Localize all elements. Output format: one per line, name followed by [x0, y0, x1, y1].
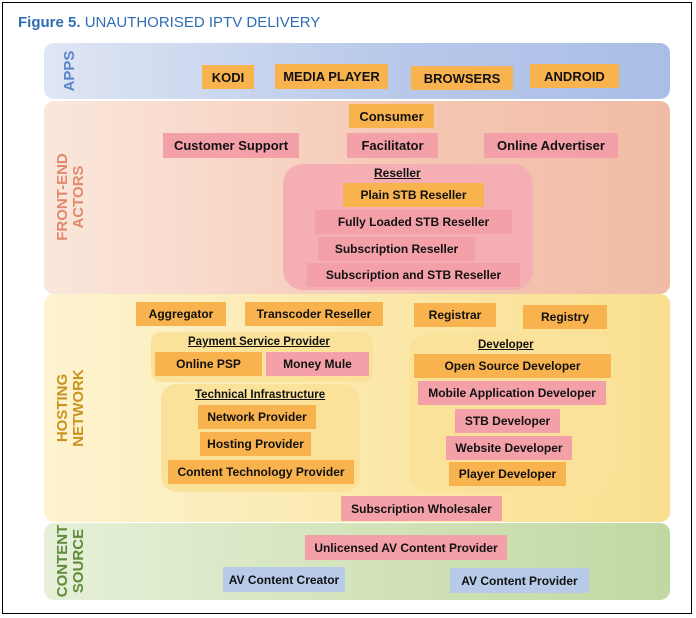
av-content-provider-box: AV Content Provider: [450, 568, 589, 593]
player-developer-box: Player Developer: [449, 462, 566, 486]
payment-title: Payment Service Provider: [188, 336, 330, 348]
figure-title: Figure 5. UNAUTHORISED IPTV DELIVERY: [18, 14, 320, 31]
open-source-developer-box: Open Source Developer: [414, 354, 611, 378]
registry-box: Registry: [523, 305, 607, 329]
aggregator-box: Aggregator: [136, 302, 226, 326]
figure-title-text: UNAUTHORISED IPTV DELIVERY: [84, 14, 321, 31]
app-media-player: MEDIA PLAYER: [275, 64, 388, 89]
subscription-stb-reseller-box: Subscription and STB Reseller: [307, 263, 520, 287]
unlicensed-av-content-provider-box: Unlicensed AV Content Provider: [305, 535, 507, 560]
subscription-reseller-box: Subscription Reseller: [318, 237, 475, 261]
subscription-wholesaler-box: Subscription Wholesaler: [341, 496, 502, 521]
figure-label: Figure 5.: [18, 14, 81, 31]
hosting-provider-box: Hosting Provider: [200, 432, 311, 456]
website-developer-box: Website Developer: [446, 436, 572, 460]
online-psp-box: Online PSP: [155, 352, 262, 376]
fully-loaded-stb-reseller-box: Fully Loaded STB Reseller: [315, 210, 512, 234]
apps-band-label: APPS: [61, 50, 78, 92]
developer-title: Developer: [478, 339, 534, 351]
av-content-creator-box: AV Content Creator: [223, 567, 345, 592]
money-mule-box: Money Mule: [266, 352, 369, 376]
registrar-box: Registrar: [414, 303, 496, 327]
technical-title: Technical Infrastructure: [195, 389, 326, 401]
transcoder-reseller-box: Transcoder Reseller: [245, 302, 383, 326]
app-android: ANDROID: [530, 64, 619, 88]
facilitator-box: Facilitator: [347, 133, 438, 158]
app-kodi: KODI: [202, 65, 254, 89]
plain-stb-reseller-box: Plain STB Reseller: [343, 183, 484, 207]
online-advertiser-box: Online Advertiser: [484, 133, 618, 158]
stb-developer-box: STB Developer: [455, 409, 560, 433]
reseller-title: Reseller: [374, 166, 421, 180]
network-provider-box: Network Provider: [198, 405, 316, 429]
app-browsers: BROWSERS: [411, 66, 513, 90]
consumer-box: Consumer: [349, 104, 434, 128]
content-technology-provider-box: Content Technology Provider: [168, 460, 354, 484]
customer-support-box: Customer Support: [163, 133, 299, 158]
mobile-app-developer-box: Mobile Application Developer: [418, 381, 606, 405]
